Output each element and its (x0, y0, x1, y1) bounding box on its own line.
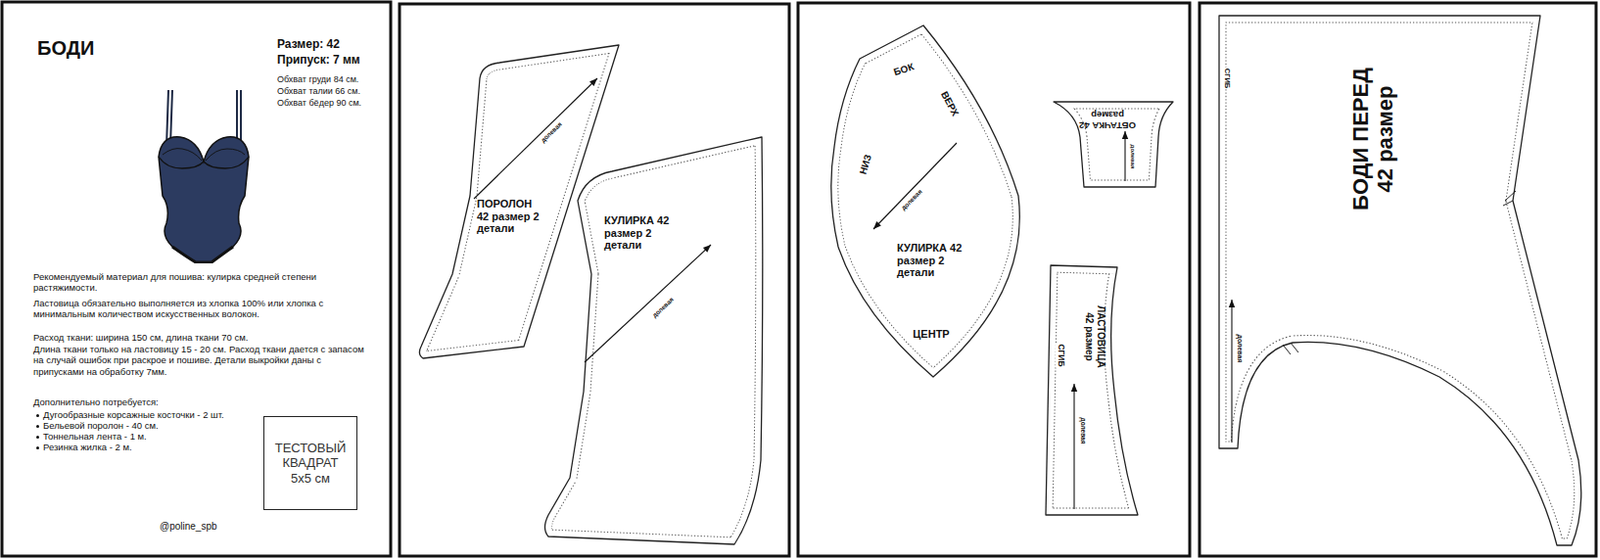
note-text: Расход ткани: ширина 150 см, длина ткани… (33, 331, 372, 343)
pattern-piece: ЛАСТОВИЦА 42 размерСГИБ долевая (1039, 258, 1144, 521)
piece-label: БОДИ ПЕРЕД 42 размер (1348, 55, 1399, 223)
piece-label: ВЕРХ (939, 89, 962, 118)
seam-mask (1045, 265, 1138, 516)
grain-label: долевая (650, 294, 676, 320)
seam-mask (1053, 101, 1174, 188)
piece-label: ПОРОЛОН 42 размер 2 детали (476, 197, 546, 236)
grain-line (584, 244, 711, 363)
cut-line (831, 25, 1020, 377)
seam-mask (1219, 15, 1582, 546)
note-text: Припуск: 7 мм (277, 52, 361, 67)
grain-label: долевая (1129, 143, 1137, 171)
pattern-piece: КУЛИРКА 42 размер 2 детали долевая (538, 131, 770, 553)
piece-label: НИЗ (857, 152, 875, 176)
bullet-dot (36, 424, 40, 428)
grain-label: долевая (898, 187, 925, 213)
grain-label: долевая (1235, 333, 1244, 365)
list-item: Дугообразные корсажные косточки - 2 шт. (43, 409, 225, 421)
seam-dots (1219, 15, 1582, 546)
cut-line (1053, 101, 1174, 188)
grain-line (873, 142, 957, 230)
pattern-piece: БОК ВЕРХ НИЗ долеваяКУЛИРКА 42 размер 2 дет… (822, 17, 1035, 384)
test-square-text: ТЕСТОВЫЙ КВАДРАТ 5x5 см (271, 440, 350, 487)
grain-label: СГИБ (1223, 67, 1232, 90)
pattern-piece: ОБТАЧКА 42 размер долевая (1047, 95, 1181, 194)
piece-label: ЦЕНТР (912, 328, 949, 341)
grain-arrowhead (873, 221, 882, 230)
grain-label: долевая (1079, 417, 1086, 446)
note-text: Обхват талии 66 см. (277, 86, 361, 97)
grain-arrowhead (1071, 383, 1078, 392)
seam-mask (831, 25, 1020, 377)
seam-dots (545, 137, 763, 545)
cut-line (1045, 265, 1138, 516)
piece-label: БОК (892, 60, 916, 78)
notch-mark (1282, 190, 1516, 355)
list-item: Тоннельная лента - 1 м. (43, 430, 147, 442)
note-text: Дополнительно потребуется: (33, 396, 159, 408)
seam-allowance (831, 25, 1020, 377)
piece-label: КУЛИРКА 42 размер 2 детали (896, 241, 966, 280)
seam-dots (1053, 101, 1174, 188)
seam-dots (831, 25, 1020, 377)
bullet-dot (36, 435, 40, 439)
bullet-dot (36, 446, 40, 450)
sheet-frame (798, 2, 1190, 557)
seam-allowance (1045, 265, 1138, 516)
grain-label: СГИБ (1055, 342, 1066, 368)
grain-arrowhead (1228, 299, 1235, 308)
list-item: Бельевой поролон - 40 см. (43, 420, 159, 431)
piece-outline (1039, 258, 1144, 521)
grain-line (1230, 299, 1232, 443)
note-text: Рекомендуемый материал для пошива: кулир… (33, 271, 372, 294)
piece-outline (1214, 9, 1589, 551)
grain-arrowhead (589, 78, 598, 87)
note-text: Обхват бёдер 90 см. (277, 97, 362, 109)
cut-line (1219, 15, 1582, 546)
piece-label: ЛАСТОВИЦА 42 размер (1083, 299, 1107, 375)
cut-line (545, 137, 763, 545)
seam-mask (545, 137, 763, 545)
note-text: Длина ткани только на ластовицу 15 - 20 … (33, 343, 372, 377)
bullet-dot (36, 414, 40, 418)
test-square: ТЕСТОВЫЙ КВАДРАТ 5x5 см (263, 416, 358, 511)
grain-arrowhead (1122, 131, 1129, 140)
note-text: Размер: 42 (277, 37, 340, 51)
seam-allowance (1053, 101, 1174, 188)
pattern-piece: СГИБ БОДИ ПЕРЕД 42 размер долевая (1214, 9, 1589, 551)
sheet-frame (1199, 2, 1597, 557)
piece-label: ОБТАЧКА 42 размер (1077, 108, 1138, 131)
list-item: Резинка жилка - 2 м. (43, 441, 133, 453)
grain-arrowhead (703, 244, 711, 253)
seam-dots (1045, 265, 1138, 516)
grain-line (473, 78, 598, 199)
grain-line (1073, 383, 1075, 510)
sheet-frame (399, 3, 790, 557)
bodysuit-illustration (146, 82, 260, 264)
note-text: Ластовица обязательно выполняется из хло… (33, 297, 372, 321)
note-text: Обхват груди 84 см. (277, 74, 359, 86)
piece-label: КУЛИРКА 42 размер 2 детали (604, 214, 673, 252)
sheet-frame (1, 1, 391, 557)
page-title: БОДИ (37, 36, 95, 60)
seam-allowance (545, 137, 763, 545)
seam-allowance (1219, 15, 1582, 546)
author-tag: @poline_spb (159, 520, 218, 533)
piece-outline (538, 131, 770, 553)
